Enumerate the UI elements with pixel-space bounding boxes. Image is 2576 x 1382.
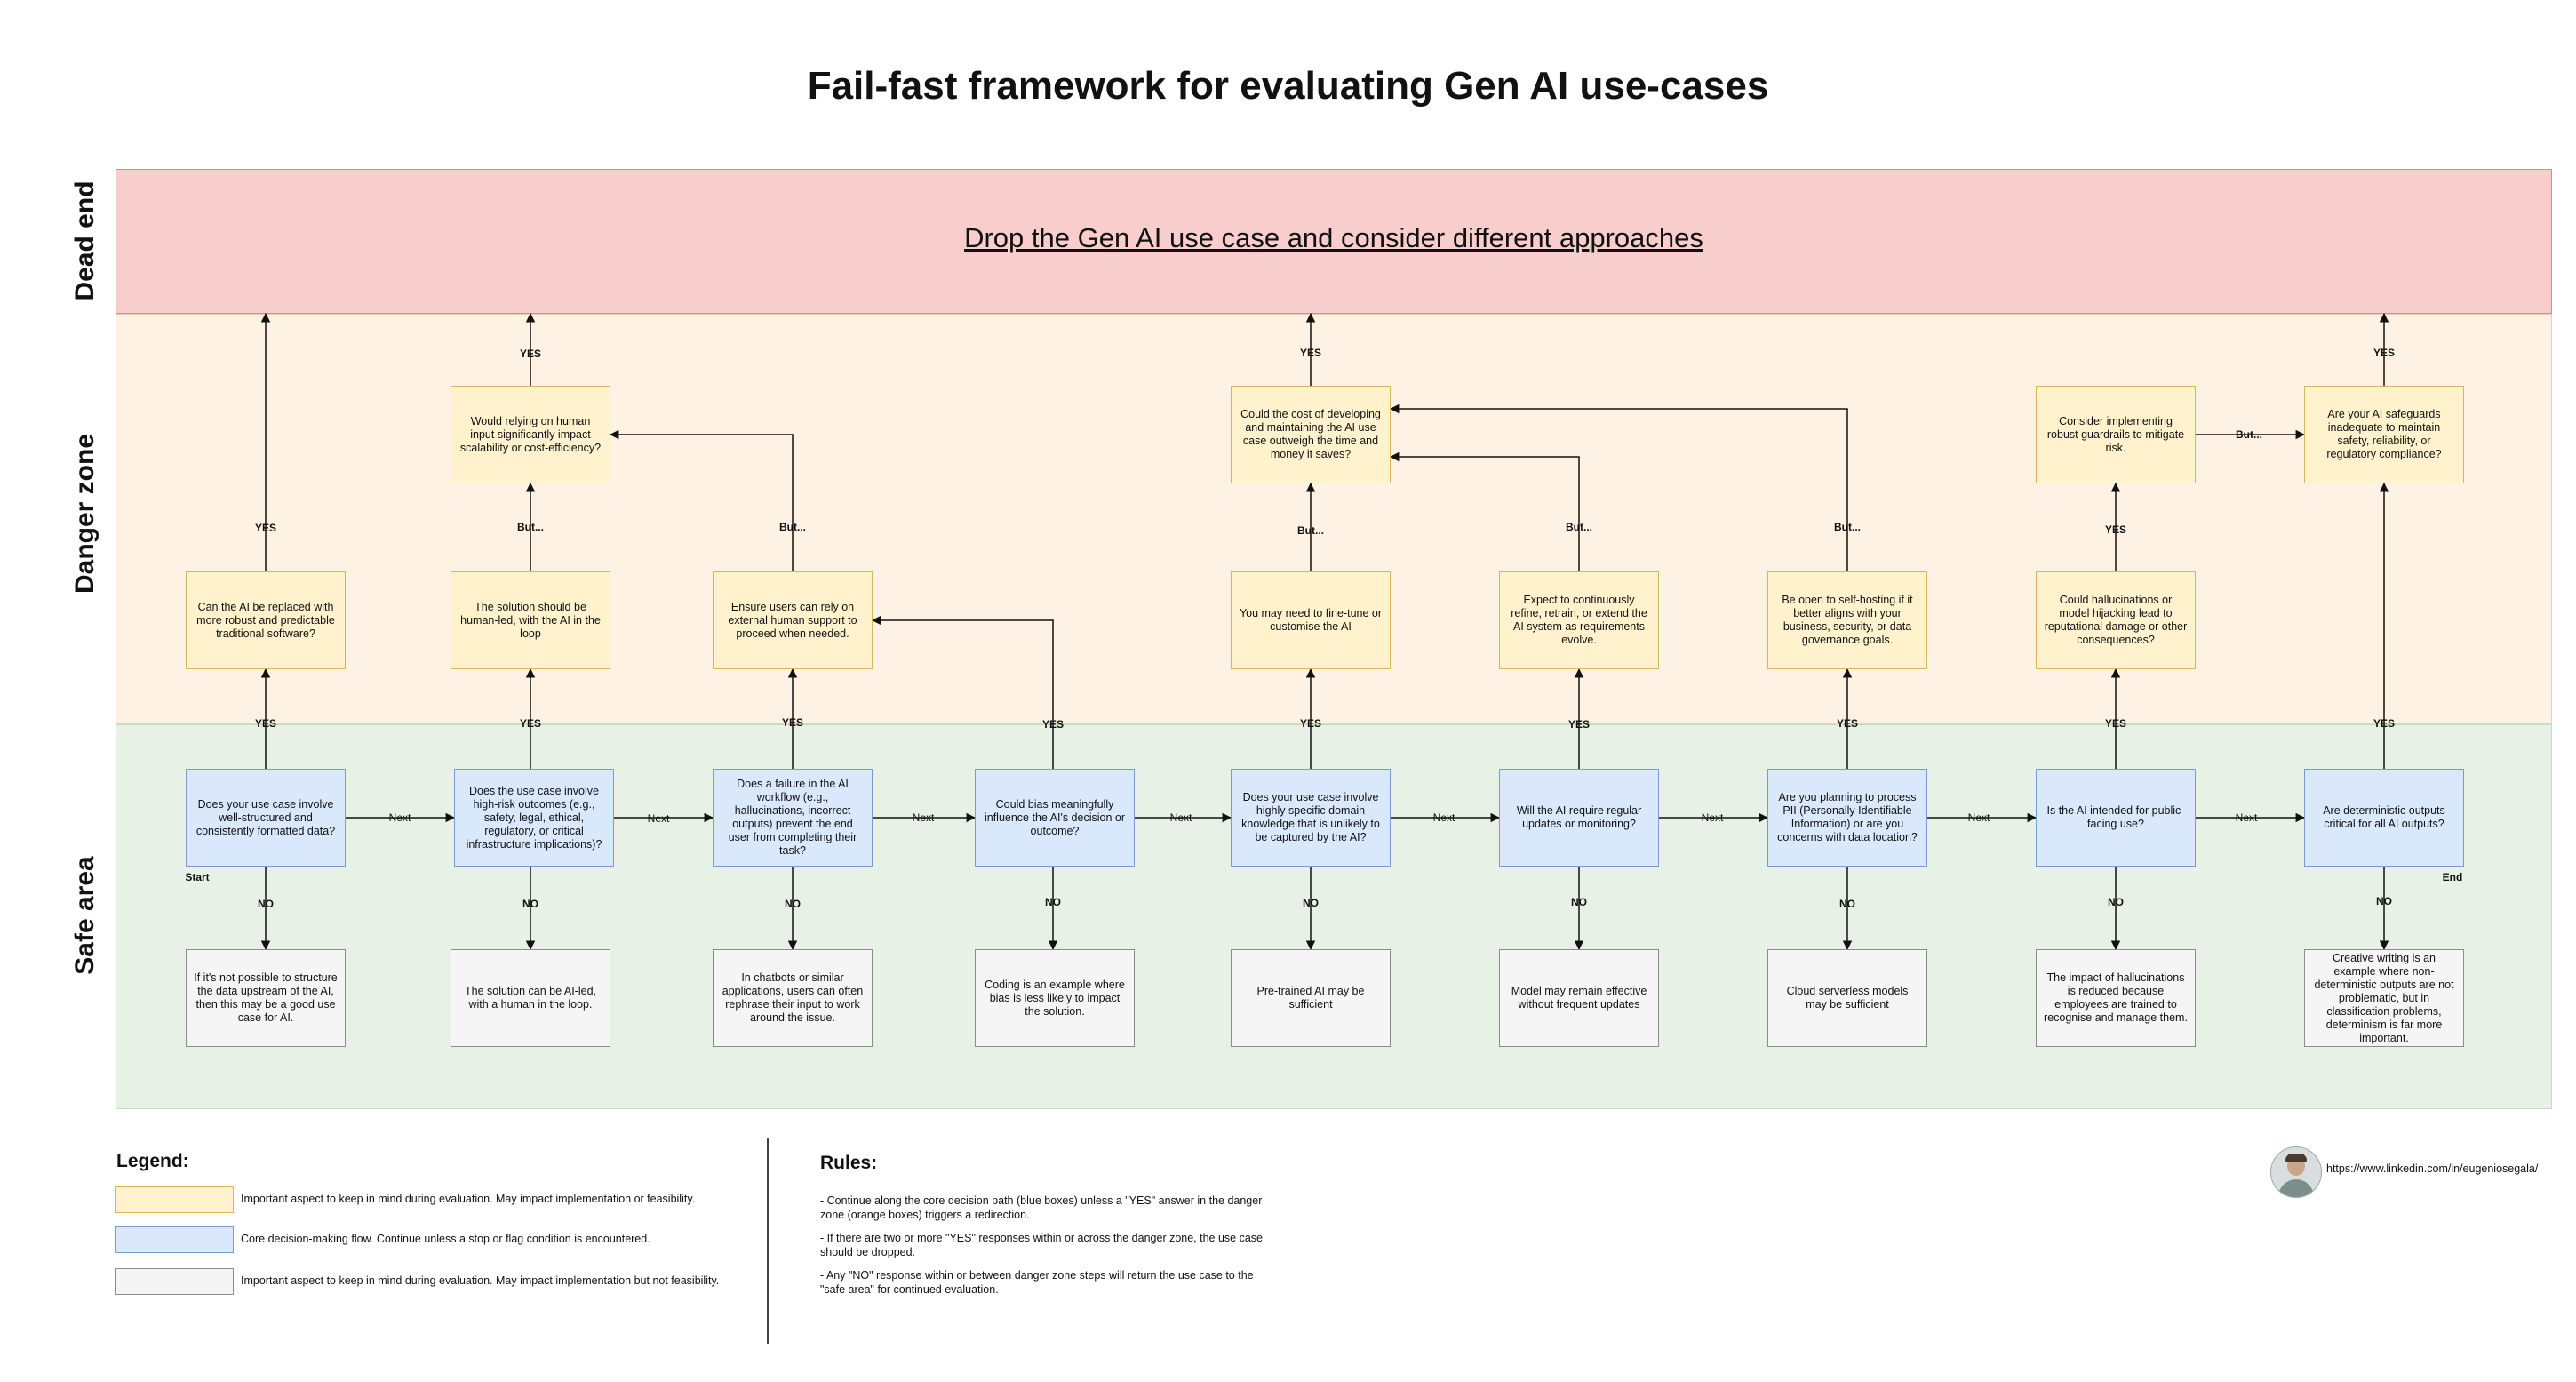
- edge-label-next: Next: [1967, 811, 1990, 824]
- edge-label-no: NO: [522, 898, 538, 910]
- core-question-high-risk: Does the use case involve high-risk outc…: [454, 769, 614, 867]
- edge-label-yes: YES: [2373, 717, 2396, 730]
- legend-divider: [767, 1138, 769, 1344]
- danger-fine-tune: You may need to fine-tune or customise t…: [1231, 571, 1391, 669]
- edge-label-yes: YES: [2104, 717, 2127, 730]
- core-question-bias: Could bias meaningfully influence the AI…: [975, 769, 1135, 867]
- edge-label-next: Next: [912, 811, 935, 824]
- edge-label-but: But...: [517, 521, 544, 533]
- but-arrow: [609, 429, 794, 571]
- safe-note-ai-led: The solution can be AI-led, with a human…: [451, 949, 610, 1047]
- edge-label-no: NO: [2376, 895, 2392, 907]
- legend-title: Legend:: [116, 1151, 189, 1171]
- danger-hallucination-damage: Could hallucinations or model hijacking …: [2036, 571, 2196, 669]
- start-label: Start: [185, 871, 210, 883]
- core-question-updates: Will the AI require regular updates or m…: [1499, 769, 1659, 867]
- danger-cost-outweigh: Could the cost of developing and maintai…: [1231, 386, 1391, 483]
- yes-arrow: [871, 615, 1054, 769]
- danger-safeguards-inadequate: Are your AI safeguards inadequate to mai…: [2304, 386, 2464, 483]
- edge-label-yes: YES: [254, 522, 277, 534]
- edge-label-yes: YES: [1567, 718, 1591, 731]
- edge-label-no: NO: [258, 898, 274, 910]
- danger-traditional-software: Can the AI be replaced with more robust …: [186, 571, 346, 669]
- edge-label-but: But...: [1297, 524, 1324, 537]
- core-question-public-facing: Is the AI intended for public-facing use…: [2036, 769, 2196, 867]
- edge-label-next: Next: [647, 812, 670, 825]
- edge-label-yes: YES: [2104, 523, 2127, 536]
- legend-swatch-core: [115, 1226, 234, 1253]
- danger-guardrails: Consider implementing robust guardrails …: [2036, 386, 2196, 483]
- core-question-domain-knowledge: Does your use case involve highly specif…: [1231, 769, 1391, 867]
- edge-label-yes: YES: [519, 717, 542, 730]
- but-arrow: [1389, 451, 1580, 571]
- legend-text-note: Important aspect to keep in mind during …: [241, 1274, 720, 1287]
- edge-label-no: NO: [785, 898, 801, 910]
- danger-continuous-refine: Expect to continuously refine, retrain, …: [1499, 571, 1659, 669]
- author-linkedin-link[interactable]: https://www.linkedin.com/in/eugeniosegal…: [2326, 1162, 2539, 1175]
- edge-label-yes: YES: [1299, 347, 1322, 359]
- edge-label-but: But...: [779, 521, 806, 533]
- page-title: Fail-fast framework for evaluating Gen A…: [807, 64, 1769, 108]
- danger-human-support: Ensure users can rely on external human …: [713, 571, 873, 669]
- edge-label-yes: YES: [1299, 717, 1322, 730]
- end-label: End: [2442, 871, 2463, 883]
- dead-end-message: Drop the Gen AI use case and consider di…: [964, 222, 1703, 253]
- edge-label-yes: YES: [2373, 347, 2396, 359]
- safe-note-chatbots: In chatbots or similar applications, use…: [713, 949, 873, 1047]
- edge-label-no: NO: [2108, 896, 2124, 908]
- edge-label-next: Next: [2235, 811, 2258, 824]
- edge-label-next: Next: [388, 811, 411, 824]
- edge-label-but: But...: [1566, 521, 1592, 533]
- edge-label-yes: YES: [1041, 718, 1065, 731]
- edge-label-yes: YES: [254, 717, 277, 730]
- safe-note-model-effective: Model may remain effective without frequ…: [1499, 949, 1659, 1047]
- rules-title: Rules:: [820, 1153, 878, 1173]
- edge-label-no: NO: [1839, 898, 1855, 910]
- edge-label-but: But...: [1834, 521, 1861, 533]
- edge-label-no: NO: [1045, 896, 1061, 908]
- edge-label-next: Next: [1701, 811, 1724, 824]
- safe-note-pretrained: Pre-trained AI may be sufficient: [1231, 949, 1391, 1047]
- edge-label-next: Next: [1169, 811, 1192, 824]
- core-question-deterministic: Are deterministic outputs critical for a…: [2304, 769, 2464, 867]
- rule-item: - Continue along the core decision path …: [820, 1194, 1263, 1222]
- edge-label-yes: YES: [1836, 717, 1859, 730]
- edge-label-yes: YES: [781, 716, 804, 729]
- core-question-pii: Are you planning to process PII (Persona…: [1767, 769, 1927, 867]
- safe-note-creative-writing: Creative writing is an example where non…: [2304, 949, 2464, 1047]
- rule-item: - Any "NO" response within or between da…: [820, 1269, 1254, 1297]
- legend-swatch-note: [115, 1268, 234, 1295]
- rule-item: - If there are two or more "YES" respons…: [820, 1232, 1264, 1259]
- legend-text-warning: Important aspect to keep in mind during …: [241, 1193, 696, 1205]
- edge-label-no: NO: [1571, 896, 1587, 908]
- edge-label-next: Next: [1432, 811, 1455, 824]
- edge-label-no: NO: [1303, 897, 1319, 909]
- core-question-structured-data: Does your use case involve well-structur…: [186, 769, 346, 867]
- edge-label-but: But...: [2236, 428, 2262, 441]
- safe-note-hallucination-training: The impact of hallucinations is reduced …: [2036, 949, 2196, 1047]
- author-avatar: [2270, 1146, 2322, 1198]
- legend-text-core: Core decision-making flow. Continue unle…: [241, 1233, 650, 1245]
- but-arrow: [1389, 403, 1848, 571]
- core-question-failure-impact: Does a failure in the AI workflow (e.g.,…: [713, 769, 873, 867]
- danger-self-hosting: Be open to self-hosting if it better ali…: [1767, 571, 1927, 669]
- dead-end-zone: [116, 169, 2552, 314]
- safe-note-cloud-serverless: Cloud serverless models may be sufficien…: [1767, 949, 1927, 1047]
- legend-swatch-warning: [115, 1186, 234, 1213]
- safe-note-coding: Coding is an example where bias is less …: [975, 949, 1135, 1047]
- danger-human-input-scalability: Would relying on human input significant…: [451, 386, 610, 483]
- danger-human-led: The solution should be human-led, with t…: [451, 571, 610, 669]
- edge-label-yes: YES: [519, 347, 542, 360]
- safe-note-structure-data: If it's not possible to structure the da…: [186, 949, 346, 1047]
